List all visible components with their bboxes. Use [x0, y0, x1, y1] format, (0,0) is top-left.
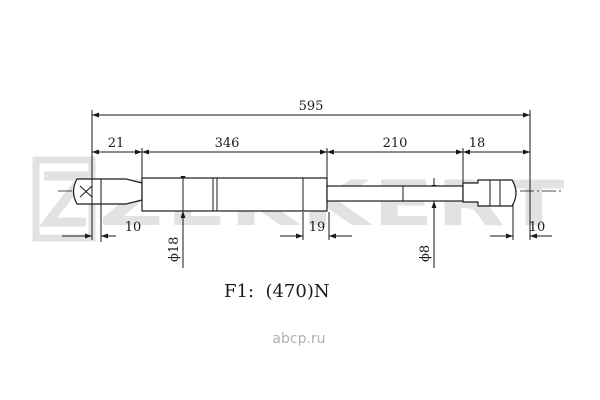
dim-body-diameter-label: ϕ18 [167, 237, 182, 262]
dim-body-end-label: 19 [309, 220, 326, 235]
dimension-labels: 595 21 346 210 18 10 19 10 ϕ18 ϕ8 [108, 99, 546, 262]
dim-left-height-label: 10 [125, 220, 142, 235]
dim-overall-label: 595 [299, 99, 324, 114]
dim-rod-label: 210 [383, 136, 408, 151]
dim-left-end-label: 21 [108, 136, 125, 151]
logo-z-mark [38, 171, 94, 227]
dim-body-label: 346 [215, 136, 240, 151]
gas-spring [58, 177, 562, 212]
dim-right-height-label: 10 [529, 220, 546, 235]
piston-rod [326, 185, 464, 202]
left-end-fitting [72, 178, 143, 205]
dim-rod-diameter-label: ϕ8 [418, 245, 433, 262]
force-label: F1: (470)N [224, 281, 330, 302]
watermark: abcp.ru [272, 331, 325, 347]
watermark-text: abcp.ru [272, 331, 325, 347]
dim-right-end-label: 18 [469, 136, 486, 151]
cylinder-body [141, 177, 328, 212]
